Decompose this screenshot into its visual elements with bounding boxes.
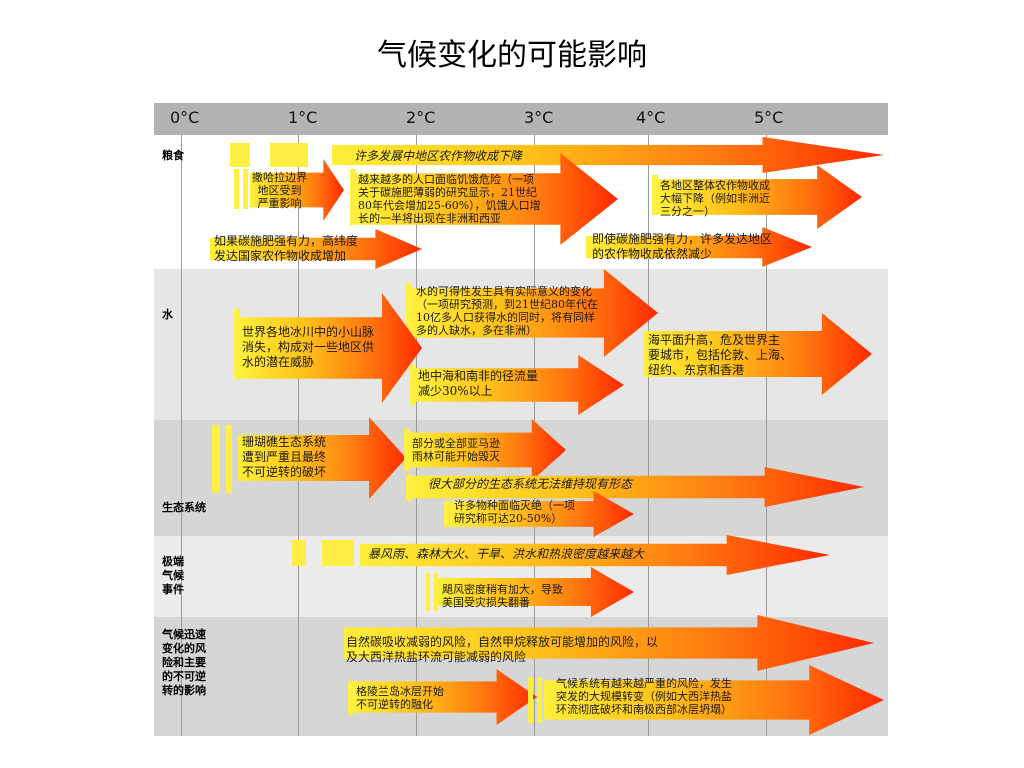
degree-label: 4°C [636,108,666,127]
yellow-bar [234,309,240,379]
yellow-bar [270,143,308,167]
yellow-bar [292,540,306,566]
yellow-bar [226,425,232,493]
page-title: 气候变化的可能影响 [377,38,647,73]
gridline [648,135,649,736]
degree-label: 1°C [288,108,318,127]
yellow-bar [528,677,533,723]
yellow-bar [348,681,353,715]
label-hurricane: 飓风密度稍有加大，导致 美国受灾损失翻番 [442,583,563,609]
degree-label: 5°C [754,108,784,127]
yellow-bar [406,283,412,341]
label-extreme-weather: 暴风雨、森林大火、干旱、洪水和热浪密度越来越大 [368,547,645,561]
yellow-bar [404,429,410,471]
gridline [181,135,182,736]
label-crop-decline: 许多发展中地区农作物收成下降 [354,149,523,163]
label-sahara: 撒哈拉边界 地区受到 严重影响 [252,171,307,210]
yellow-bar [230,143,250,167]
label-greenland: 格陵兰岛冰层开始 不可逆转的融化 [356,685,444,711]
degree-label: 2°C [406,108,436,127]
category-abrupt: 气候迅速 变化的风 险和主要 的不可逆 转的影响 [162,628,206,697]
label-high-latitude: 如果碳施肥强有力，高纬度 发达国家农作物收成增加 [214,234,359,263]
category-eco: 生态系统 [162,501,206,514]
yellow-bar [410,365,416,405]
yellow-bar [243,169,248,209]
category-food: 粮食 [162,149,184,162]
yellow-bar [322,540,354,566]
yellow-bar [234,169,239,209]
label-runoff: 地中海和南非的径流量 减少30%以上 [418,369,539,398]
label-hunger-risk: 越来越多的人口面临饥饿危险（一项 关于碳施肥薄弱的研究显示，21世纪 80年代会… [358,173,541,225]
yellow-bar [426,573,430,611]
yellow-bar [350,169,356,225]
temperature-header [154,103,888,135]
label-glaciers: 世界各地冰川中的小山脉 消失，构成对一些地区供 水的潜在威胁 [242,325,375,369]
label-yield-drop: 各地区整体农作物收成 大幅下降（例如非洲近 三分之一） [660,179,770,218]
label-abrupt-shift: 气候系统有越来越严重的风险，发生 突发的大规模转变（例如大西洋热盐 环流彻底破坏… [556,677,732,716]
yellow-bar [212,425,220,493]
label-species-extinction: 许多物种面临灭绝（一项 研究称可达20-50%） [454,499,575,525]
yellow-bar [434,573,438,611]
label-coral-reef: 珊瑚礁生态系统 遭到严重且最终 不可逆转的破坏 [242,435,327,479]
yellow-bar [444,501,449,527]
yellow-bar [537,677,542,723]
label-ecosystems-collapse: 很大部分的生态系统无法维持现有形态 [428,477,633,491]
category-water: 水 [162,308,173,321]
label-carbon-sink: 自然碳吸收减弱的风险，自然甲烷释放可能增加的风险，以 及大西洋热盐环流可能减弱的… [346,635,659,664]
label-sea-level: 海平面升高，危及世界主 要城市，包括伦敦、上海、 纽约、东京和香港 [648,333,793,377]
category-extreme: 极端 气候 事件 [162,555,184,596]
degree-label: 0°C [170,108,200,127]
yellow-bar [406,475,412,501]
label-amazon: 部分或全部亚马逊 雨林可能开始毁灭 [412,437,500,463]
yellow-bar [652,175,658,215]
gridline [766,135,767,736]
label-water-availability: 水的可得性发生具有实际意义的变化 （一项研究预测，到21世纪80年代在 10亿多… [416,285,598,337]
label-developed-regions: 即使碳施肥强有力，许多发达地区 的农作物收成依然减少 [592,232,773,261]
impact-diagram: 0°C 1°C 2°C 3°C 4°C 5°C 粮食 水 生态系统 极端 气候 … [154,103,888,736]
degree-label: 3°C [524,108,554,127]
